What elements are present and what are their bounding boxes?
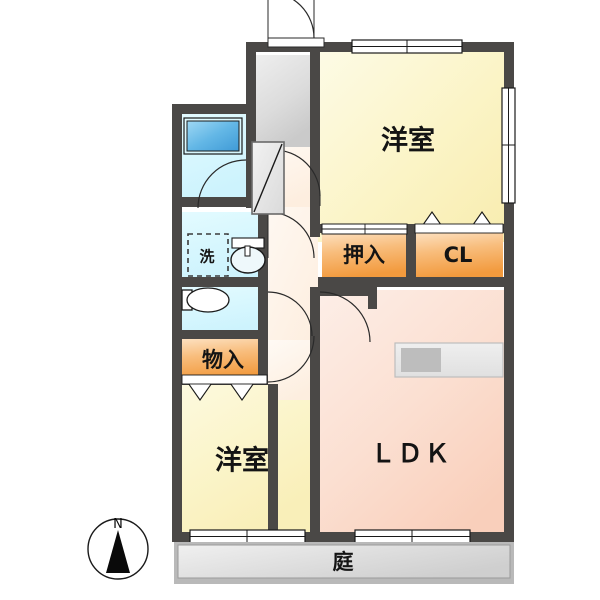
windows bbox=[183, 39, 516, 544]
fixtures bbox=[181, 141, 504, 378]
room-fills bbox=[178, 47, 508, 540]
doors bbox=[197, 0, 371, 383]
label-ldk: ＬＤＫ bbox=[370, 439, 451, 468]
door-bathroom bbox=[197, 159, 247, 209]
cl-fill bbox=[415, 232, 503, 278]
wall-upper-left-vert bbox=[246, 42, 256, 108]
wall-hall-mid-vert bbox=[310, 197, 320, 237]
door-ldk bbox=[319, 291, 371, 343]
wall-bath-bottom bbox=[172, 197, 256, 207]
closet-fills bbox=[182, 232, 503, 380]
entrance-tile-area bbox=[253, 55, 315, 147]
wall-toilet-bottom bbox=[172, 330, 268, 339]
wall-bottom-outer bbox=[172, 532, 514, 542]
wall-monoire-right bbox=[258, 336, 268, 384]
compass-needle bbox=[106, 530, 130, 573]
wall-left-outer bbox=[172, 104, 182, 542]
wall-closets-bottom bbox=[318, 277, 508, 287]
wall-washroom-bottom bbox=[172, 277, 268, 287]
label-yoshitsu-south: 洋室 bbox=[215, 445, 269, 477]
label-garden: 庭 bbox=[333, 550, 354, 574]
compass-north-label: N bbox=[113, 517, 123, 532]
label-yoshitsu-north: 洋室 bbox=[381, 125, 435, 157]
compass-rose: N bbox=[87, 517, 149, 580]
wall-hall-south-vert bbox=[268, 384, 278, 534]
wall-bath-right bbox=[246, 104, 256, 208]
shoe-cabinet bbox=[251, 141, 285, 215]
monoire-door-band bbox=[181, 374, 268, 385]
oshiire-sliding-door bbox=[321, 223, 408, 235]
door-toilet bbox=[267, 291, 313, 337]
label-laundry: 洗 bbox=[199, 248, 214, 266]
wall-toilet-right bbox=[258, 283, 268, 333]
window-north-room-right bbox=[501, 87, 516, 204]
wall-ldk-left bbox=[310, 287, 320, 540]
room-fill-ldk bbox=[320, 290, 508, 540]
kitchen-counter bbox=[394, 342, 504, 378]
wall-kitchen-stub bbox=[310, 287, 372, 296]
washing-machine-space bbox=[187, 233, 229, 277]
label-monoire: 物入 bbox=[202, 348, 244, 372]
monoire-fill bbox=[182, 338, 267, 380]
window-bathroom bbox=[183, 117, 243, 155]
cl-door-band bbox=[414, 223, 504, 234]
window-north-room-top bbox=[351, 39, 463, 54]
folding-door-marks bbox=[181, 211, 504, 401]
label-cl: CL bbox=[444, 243, 473, 267]
oshiire-fill bbox=[322, 232, 407, 278]
vanity-sink bbox=[230, 237, 266, 274]
wall-bath-top bbox=[172, 104, 256, 114]
room-fill-yoshitsu-north bbox=[318, 47, 508, 242]
wall-oshiire-cl-divider bbox=[406, 228, 416, 280]
window-ldk-bottom bbox=[354, 529, 471, 544]
wall-right-outer bbox=[504, 42, 514, 542]
label-oshiire: 押入 bbox=[343, 243, 385, 267]
wall-hall-north-room bbox=[310, 42, 320, 197]
room-labels: 洋室 洋室 ＬＤＫ 押入 CL 物入 洗 庭 bbox=[199, 125, 472, 575]
door-entrance bbox=[267, 0, 325, 48]
window-south-room-bottom bbox=[189, 529, 306, 544]
garden-area bbox=[174, 542, 514, 584]
door-south-room bbox=[267, 335, 315, 383]
wall-kitchen-stub-vert bbox=[368, 287, 377, 309]
toilet-fixture bbox=[181, 287, 230, 313]
